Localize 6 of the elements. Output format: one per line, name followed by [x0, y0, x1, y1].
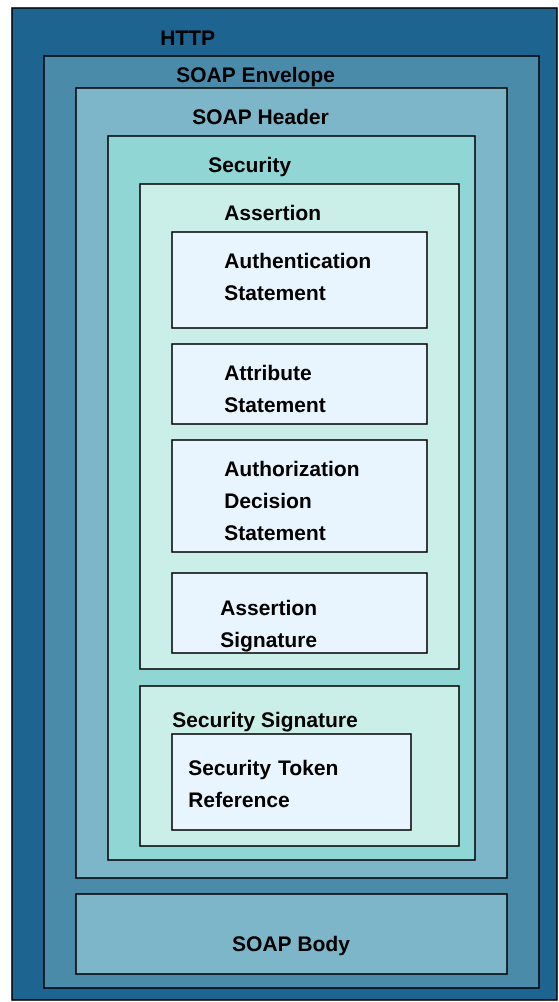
statement-box: Authorization Decision Statement [171, 439, 428, 553]
statement-box: Authentication Statement [171, 231, 428, 329]
reference-box: Security Token Reference [171, 733, 412, 831]
body-box: SOAP Body [75, 893, 508, 975]
statement-box: Attribute Statement [171, 343, 428, 425]
signature-box: Assertion Signature [171, 572, 428, 654]
